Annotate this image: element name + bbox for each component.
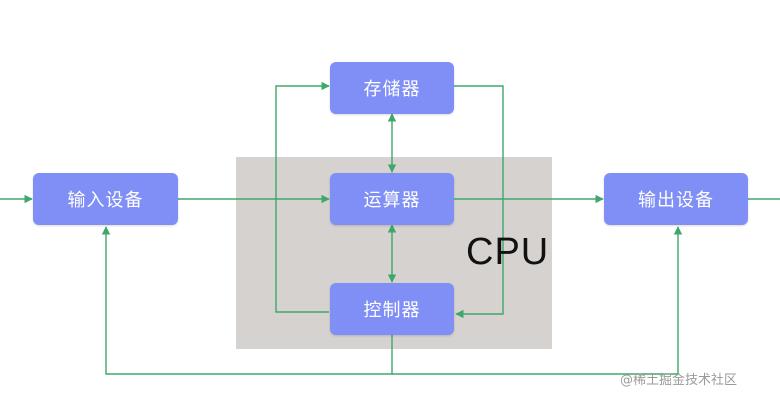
alu-label: 运算器 <box>363 190 421 211</box>
output-device-node: 输出设备 <box>604 173 748 225</box>
input-device-node: 输入设备 <box>33 173 178 225</box>
edge-memory-to-controller <box>454 85 504 319</box>
input-device-label: 输入设备 <box>67 190 144 211</box>
memory-node: 存储器 <box>330 62 454 114</box>
watermark: @稀土掘金技术社区 <box>620 373 738 388</box>
alu-node: 运算器 <box>330 173 454 225</box>
memory-label: 存储器 <box>363 79 421 100</box>
edge-controller-to-output <box>392 226 683 375</box>
controller-label: 控制器 <box>363 300 421 321</box>
cpu-label: CPU <box>466 231 550 273</box>
edge-controller-to-memory <box>275 81 330 313</box>
controller-node: 控制器 <box>330 283 454 335</box>
output-device-label: 输出设备 <box>638 190 714 211</box>
edge-controller-to-input <box>101 226 393 375</box>
